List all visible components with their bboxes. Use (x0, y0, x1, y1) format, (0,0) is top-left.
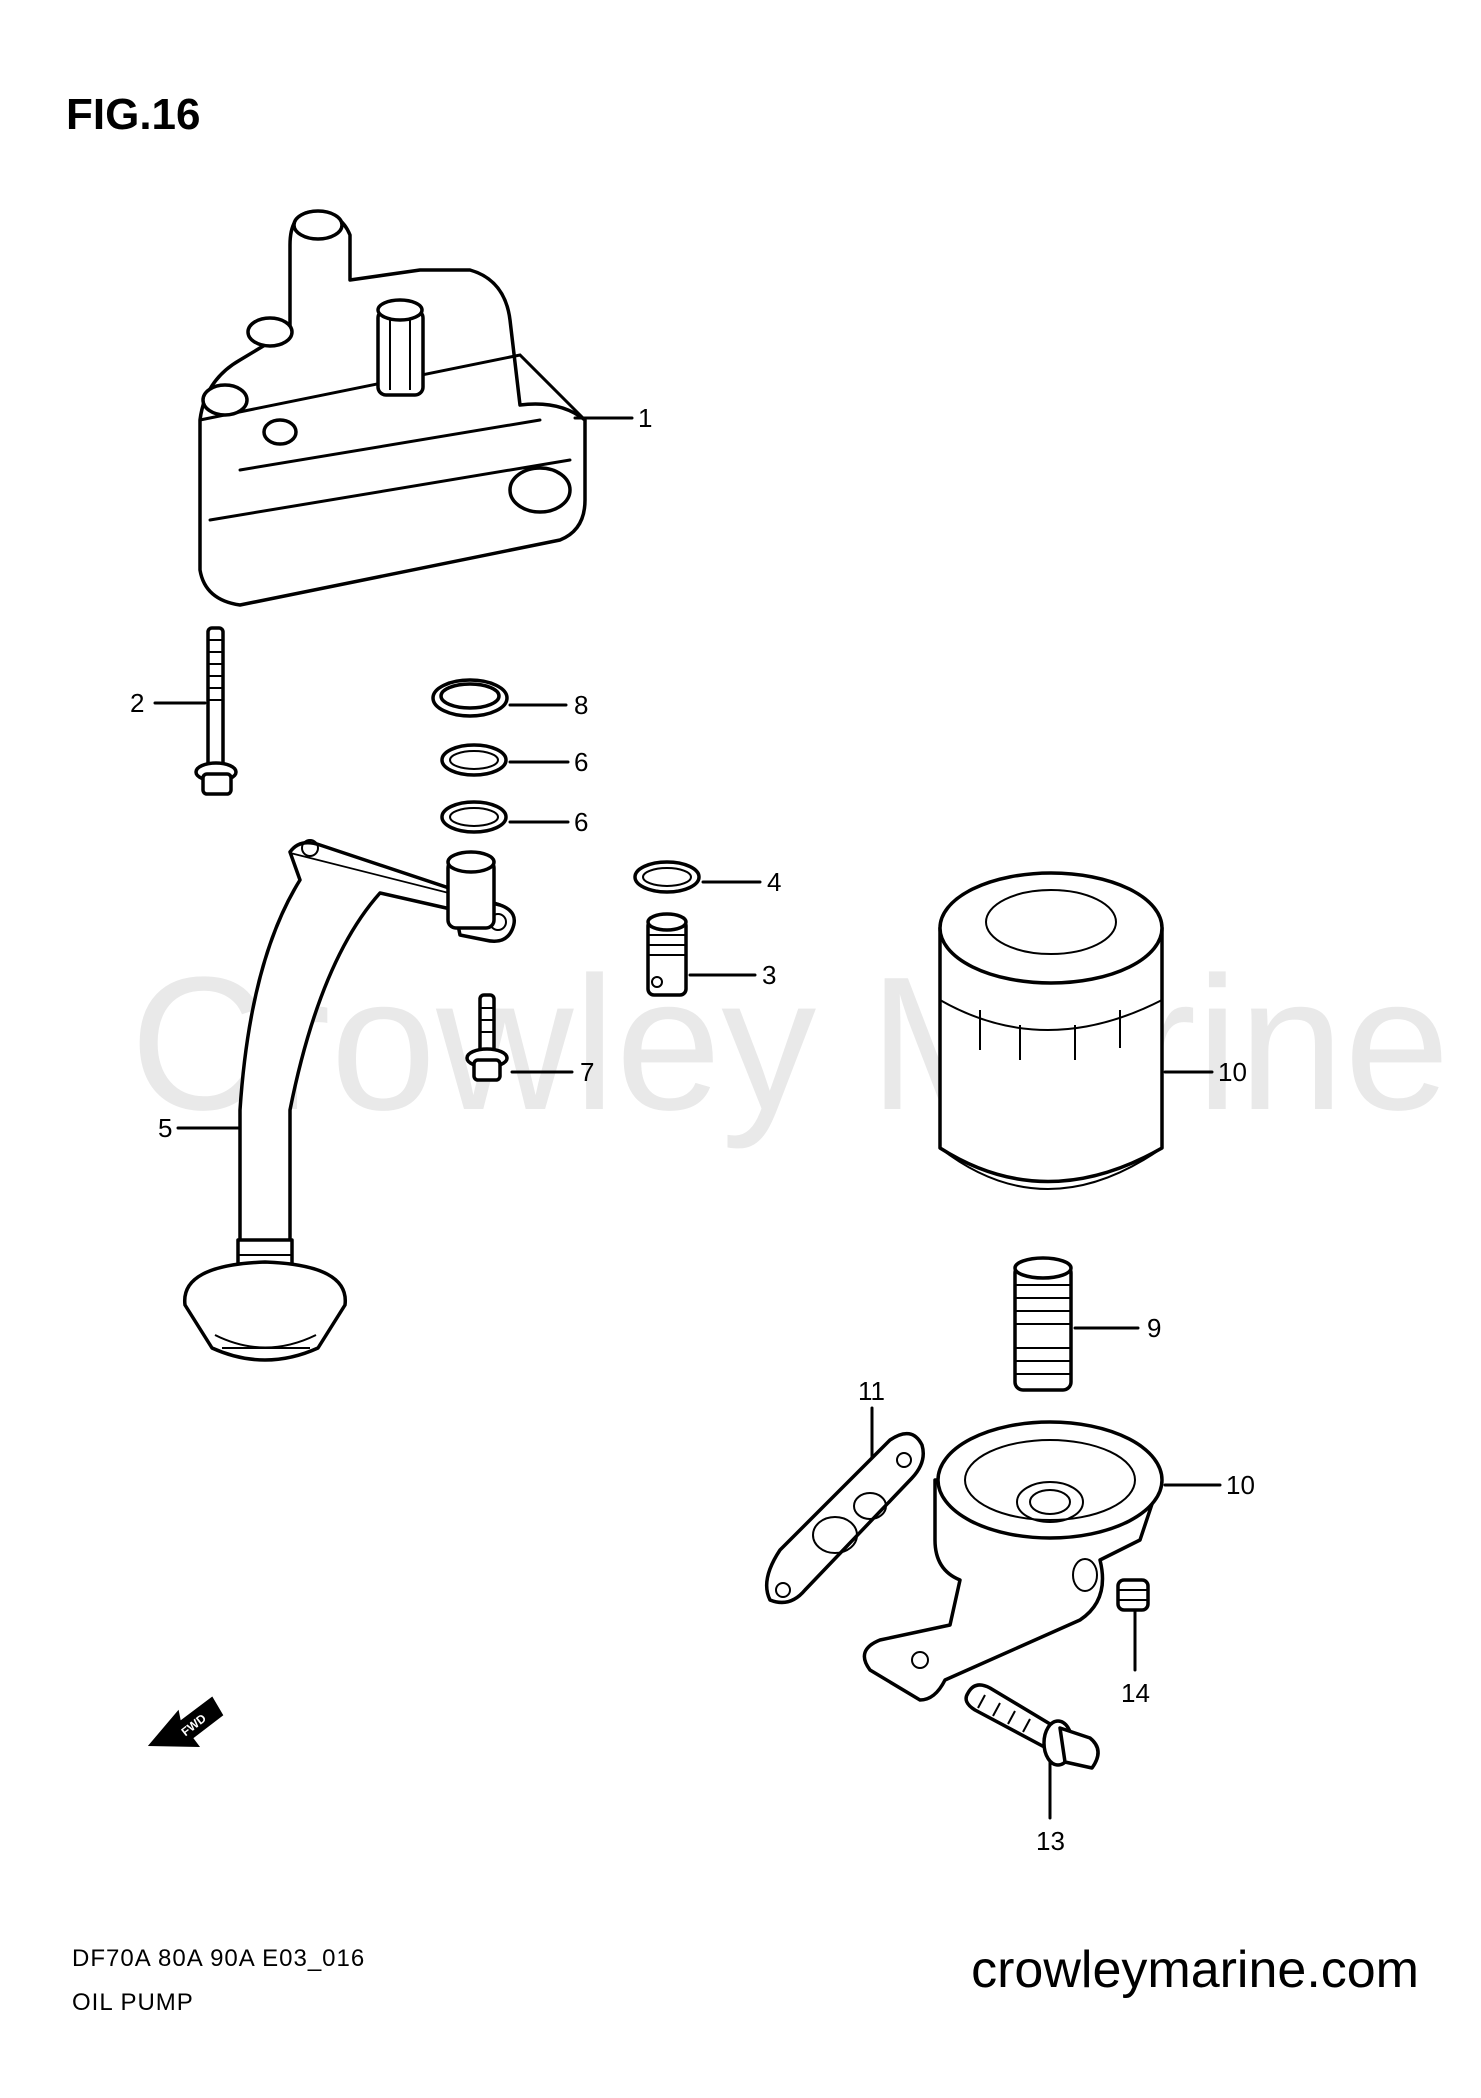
watermark: Crowley Marine (130, 938, 1450, 1150)
part-8-seal-ring[interactable] (431, 678, 509, 718)
part-14-plug[interactable] (1116, 1578, 1150, 1612)
part-label-1: 1 (638, 403, 652, 433)
part-7-bolt[interactable] (465, 993, 509, 1082)
figure-title: FIG.16 (66, 90, 201, 139)
part-2-bolt[interactable] (194, 626, 238, 796)
part-label-6b: 6 (574, 807, 588, 837)
part-label-14: 14 (1121, 1678, 1150, 1708)
part-1-oil-pump[interactable] (198, 209, 587, 607)
part-label-11: 10 (1226, 1470, 1255, 1500)
part-label-6a: 6 (574, 747, 588, 777)
part-label-5: 5 (158, 1113, 172, 1143)
fwd-arrow-icon: FWD (147, 1696, 224, 1748)
part-11-filter-case[interactable] (862, 1420, 1164, 1702)
part-13-bolt[interactable] (964, 1683, 1100, 1770)
part-label-3: 3 (762, 960, 776, 990)
part-12-gasket[interactable] (764, 1431, 925, 1605)
part-label-2: 2 (130, 688, 144, 718)
site-url[interactable]: crowleymarine.com (971, 1941, 1419, 1999)
model-code: DF70A 80A 90A E03_016 (72, 1945, 366, 1972)
part-6-o-ring-upper[interactable] (440, 743, 508, 777)
part-label-7: 7 (580, 1057, 594, 1087)
part-4-gasket[interactable] (633, 860, 701, 894)
part-label-12: 11 (858, 1376, 885, 1406)
part-6-o-ring-lower[interactable] (440, 800, 508, 834)
part-3-union[interactable] (646, 912, 688, 997)
part-label-8: 8 (574, 690, 588, 720)
part-10-oil-filter[interactable] (938, 871, 1164, 1190)
part-9-union-bolt[interactable] (1013, 1256, 1073, 1392)
part-5-oil-strainer[interactable] (183, 839, 516, 1362)
part-label-9: 9 (1147, 1313, 1161, 1343)
part-label-4: 4 (767, 867, 781, 897)
section-name: OIL PUMP (72, 1989, 194, 2016)
part-label-10: 10 (1218, 1057, 1247, 1087)
part-label-13: 13 (1036, 1826, 1065, 1856)
